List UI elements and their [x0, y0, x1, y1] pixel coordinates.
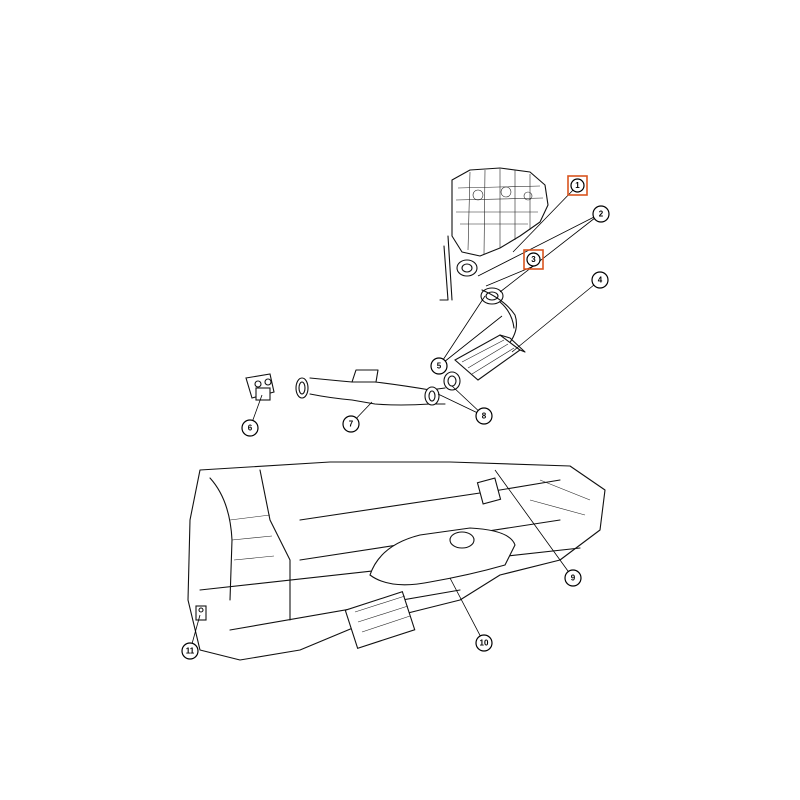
- svg-text:11: 11: [186, 647, 195, 656]
- svg-text:10: 10: [480, 639, 489, 648]
- svg-text:3: 3: [531, 255, 536, 264]
- mid-pipe-assembly: [245, 369, 446, 406]
- svg-text:4: 4: [598, 276, 603, 285]
- svg-text:5: 5: [437, 362, 442, 371]
- engine-illustration: [439, 167, 549, 301]
- callout-7[interactable]: 7: [342, 415, 360, 433]
- front-exhaust-assembly: [443, 259, 526, 391]
- svg-text:2: 2: [599, 210, 604, 219]
- callout-4[interactable]: 4: [591, 271, 609, 289]
- callout-3[interactable]: 3: [523, 249, 544, 270]
- callout-8[interactable]: 8: [475, 407, 493, 425]
- callout-2[interactable]: 2: [592, 205, 610, 223]
- svg-text:7: 7: [349, 420, 354, 429]
- callouts: 1 2 3 4 5 6 7 8: [181, 175, 610, 660]
- callout-9[interactable]: 9: [564, 569, 582, 587]
- callout-10[interactable]: 10: [475, 634, 493, 652]
- svg-text:6: 6: [248, 424, 253, 433]
- svg-text:1: 1: [575, 181, 580, 190]
- svg-text:9: 9: [571, 574, 576, 583]
- svg-text:8: 8: [482, 412, 487, 421]
- callout-6[interactable]: 6: [241, 419, 259, 437]
- callout-1[interactable]: 1: [567, 175, 588, 196]
- vehicle-underbody-illustration: [187, 461, 606, 661]
- callout-11[interactable]: 11: [181, 642, 199, 660]
- callout-5[interactable]: 5: [430, 357, 448, 375]
